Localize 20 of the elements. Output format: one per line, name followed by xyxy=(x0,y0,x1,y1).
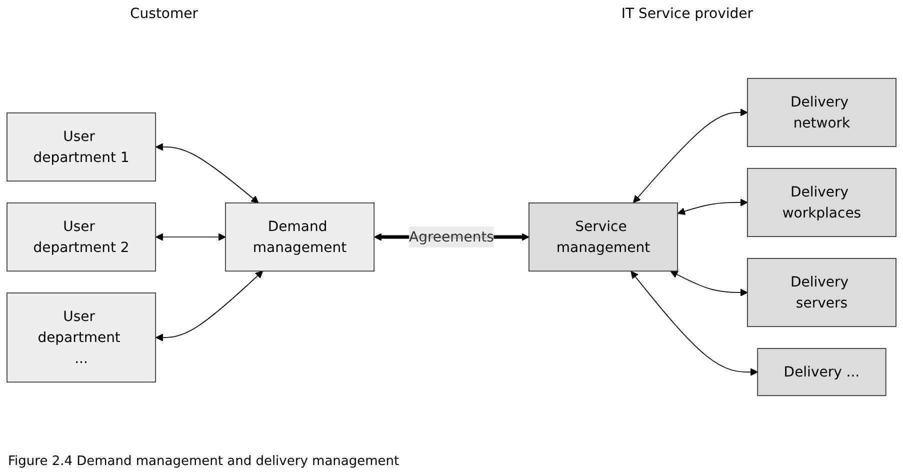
node-box: User department 1 xyxy=(6,112,156,182)
node-box: User department 2 xyxy=(6,202,156,272)
node-box: Service management xyxy=(528,202,678,272)
arrow xyxy=(630,271,758,376)
arrow xyxy=(670,270,748,296)
node-box: User department ... xyxy=(6,292,156,383)
node-box: Delivery network xyxy=(747,78,896,147)
arrow xyxy=(633,108,748,203)
arrow xyxy=(678,198,748,215)
node-box: Demand management xyxy=(225,202,374,272)
column-heading: IT Service provider xyxy=(621,6,753,22)
arrow xyxy=(156,233,226,241)
figure-caption: Figure 2.4 Demand management and delivery management xyxy=(7,453,400,471)
column-heading: Customer xyxy=(130,6,198,22)
node-box: Delivery workplaces xyxy=(747,168,896,237)
arrow xyxy=(156,270,264,342)
edge-label: Agreements xyxy=(409,228,494,245)
arrow xyxy=(156,143,259,204)
node-box: Delivery ... xyxy=(757,348,886,396)
node-box: Delivery servers xyxy=(747,258,896,328)
